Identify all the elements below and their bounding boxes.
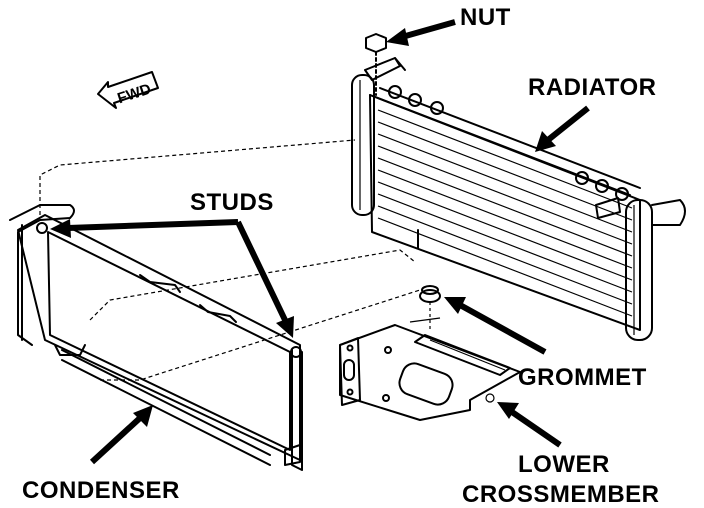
nut-leader-arrow [386,19,456,46]
condenser-leader-arrow [89,405,153,465]
crossmember-leader-arrow [497,402,562,448]
lower-label: LOWER [518,451,610,478]
fwd-arrow-icon: FWD [97,71,159,109]
grommet-leader-arrow [444,297,547,355]
radiator-label: RADIATOR [528,74,656,101]
lower-crossmember [339,317,521,421]
condenser-label: CONDENSER [22,477,180,504]
studs-label: STUDS [190,189,274,216]
fwd-label: FWD [115,81,153,108]
nut-label: NUT [460,4,511,31]
grommet-label: GROMMET [518,364,647,391]
studs-parts [36,222,302,358]
radiator-leader-arrow [535,105,590,152]
radiator [351,57,686,341]
studs-leader-arrows [50,219,294,338]
condenser [9,139,421,471]
crossmember-label: CROSSMEMBER [462,481,660,508]
grommet-part [419,285,441,330]
nut-part [365,33,387,96]
